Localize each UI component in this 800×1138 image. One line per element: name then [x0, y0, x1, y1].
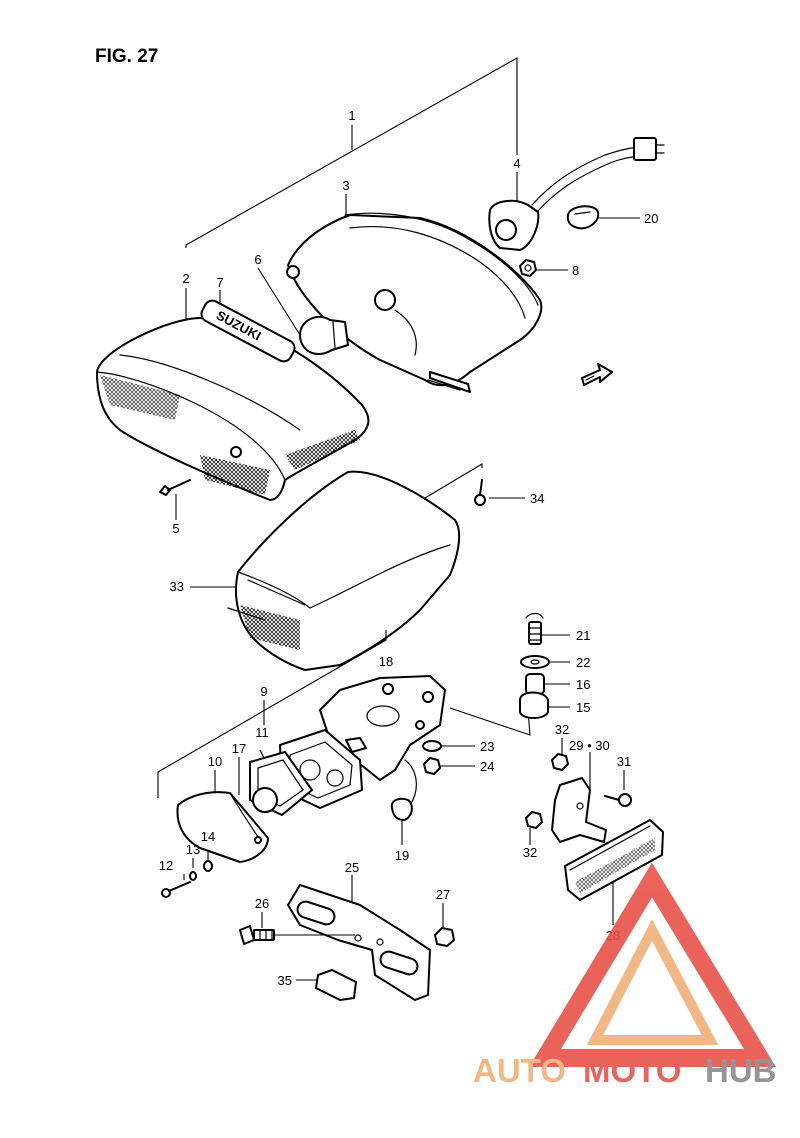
label-10: 10 [208, 754, 222, 769]
label-4: 4 [513, 156, 520, 171]
plate-bracket [287, 884, 431, 1001]
tail-cover [227, 470, 461, 671]
screw [159, 479, 191, 496]
label-34: 34 [530, 491, 544, 506]
label-8: 8 [572, 263, 579, 278]
label-1: 1 [348, 108, 355, 123]
watermark-text-hub: HUB [705, 1052, 777, 1089]
label-24: 24 [480, 759, 494, 774]
label-23: 23 [480, 739, 494, 754]
label-18: 18 [379, 654, 393, 669]
grommet [566, 205, 600, 230]
label-16: 16 [576, 677, 590, 692]
front-arrow-icon [581, 363, 613, 386]
label-9: 9 [260, 684, 267, 699]
nut-24 [423, 757, 441, 775]
screw-12 [161, 881, 191, 898]
label-7: 7 [216, 275, 223, 290]
washer-13 [189, 871, 197, 881]
label-32-upper: 32 [555, 722, 569, 737]
label-21: 21 [576, 628, 590, 643]
label-14: 14 [201, 829, 215, 844]
reflector-bracket [551, 777, 607, 843]
label-20: 20 [644, 211, 658, 226]
label-27: 27 [436, 887, 450, 902]
tail-light-lens: SUZUKI [96, 299, 370, 501]
label-22: 22 [576, 655, 590, 670]
label-15: 15 [576, 700, 590, 715]
watermark-triangle-outer [529, 862, 776, 1067]
label-29-30: 29 • 30 [569, 738, 610, 753]
label-19: 19 [395, 848, 409, 863]
nut [519, 259, 537, 277]
grommet-19 [390, 797, 413, 821]
label-32-lower: 32 [523, 845, 537, 860]
nut-32-lower [525, 811, 543, 829]
label-11: 11 [255, 725, 269, 740]
figure-title: FIG. 27 [95, 46, 158, 67]
label-3: 3 [342, 178, 349, 193]
spacer-35 [315, 969, 357, 1001]
reflector [564, 819, 664, 901]
license-bulb [252, 787, 278, 813]
screw-31 [604, 793, 632, 807]
label-33: 33 [170, 579, 184, 594]
washer-23 [422, 740, 442, 752]
label-25: 25 [345, 860, 359, 875]
label-26: 26 [255, 896, 269, 911]
label-31: 31 [617, 754, 631, 769]
tail-light-housing [286, 212, 543, 393]
label-35: 35 [278, 973, 292, 988]
nut-27 [434, 927, 455, 947]
label-6: 6 [254, 252, 261, 267]
part-labels: 1 2 3 4 5 6 7 8 9 10 11 12 13 14 15 16 1… [159, 108, 659, 988]
label-2: 2 [182, 271, 189, 286]
bolt-stack [519, 612, 550, 719]
washer-14 [203, 860, 213, 872]
label-5: 5 [172, 521, 179, 536]
license-lens [176, 791, 269, 863]
nut-32-upper [551, 753, 569, 771]
watermark-text-moto: MOTO [583, 1052, 681, 1089]
watermark-triangle-inner [586, 919, 719, 1045]
label-17: 17 [232, 741, 246, 756]
leader-lines-upper [175, 57, 640, 588]
bolt-26 [239, 925, 355, 945]
label-13: 13 [186, 842, 200, 857]
watermark-text-auto: AUTO [473, 1052, 566, 1089]
watermark: AUTO MOTO HUB [473, 862, 777, 1089]
socket-with-wire [488, 137, 665, 251]
bulb [299, 315, 349, 355]
suzuki-logo-badge [200, 299, 296, 363]
label-12: 12 [159, 858, 173, 873]
screw-34 [474, 479, 486, 506]
